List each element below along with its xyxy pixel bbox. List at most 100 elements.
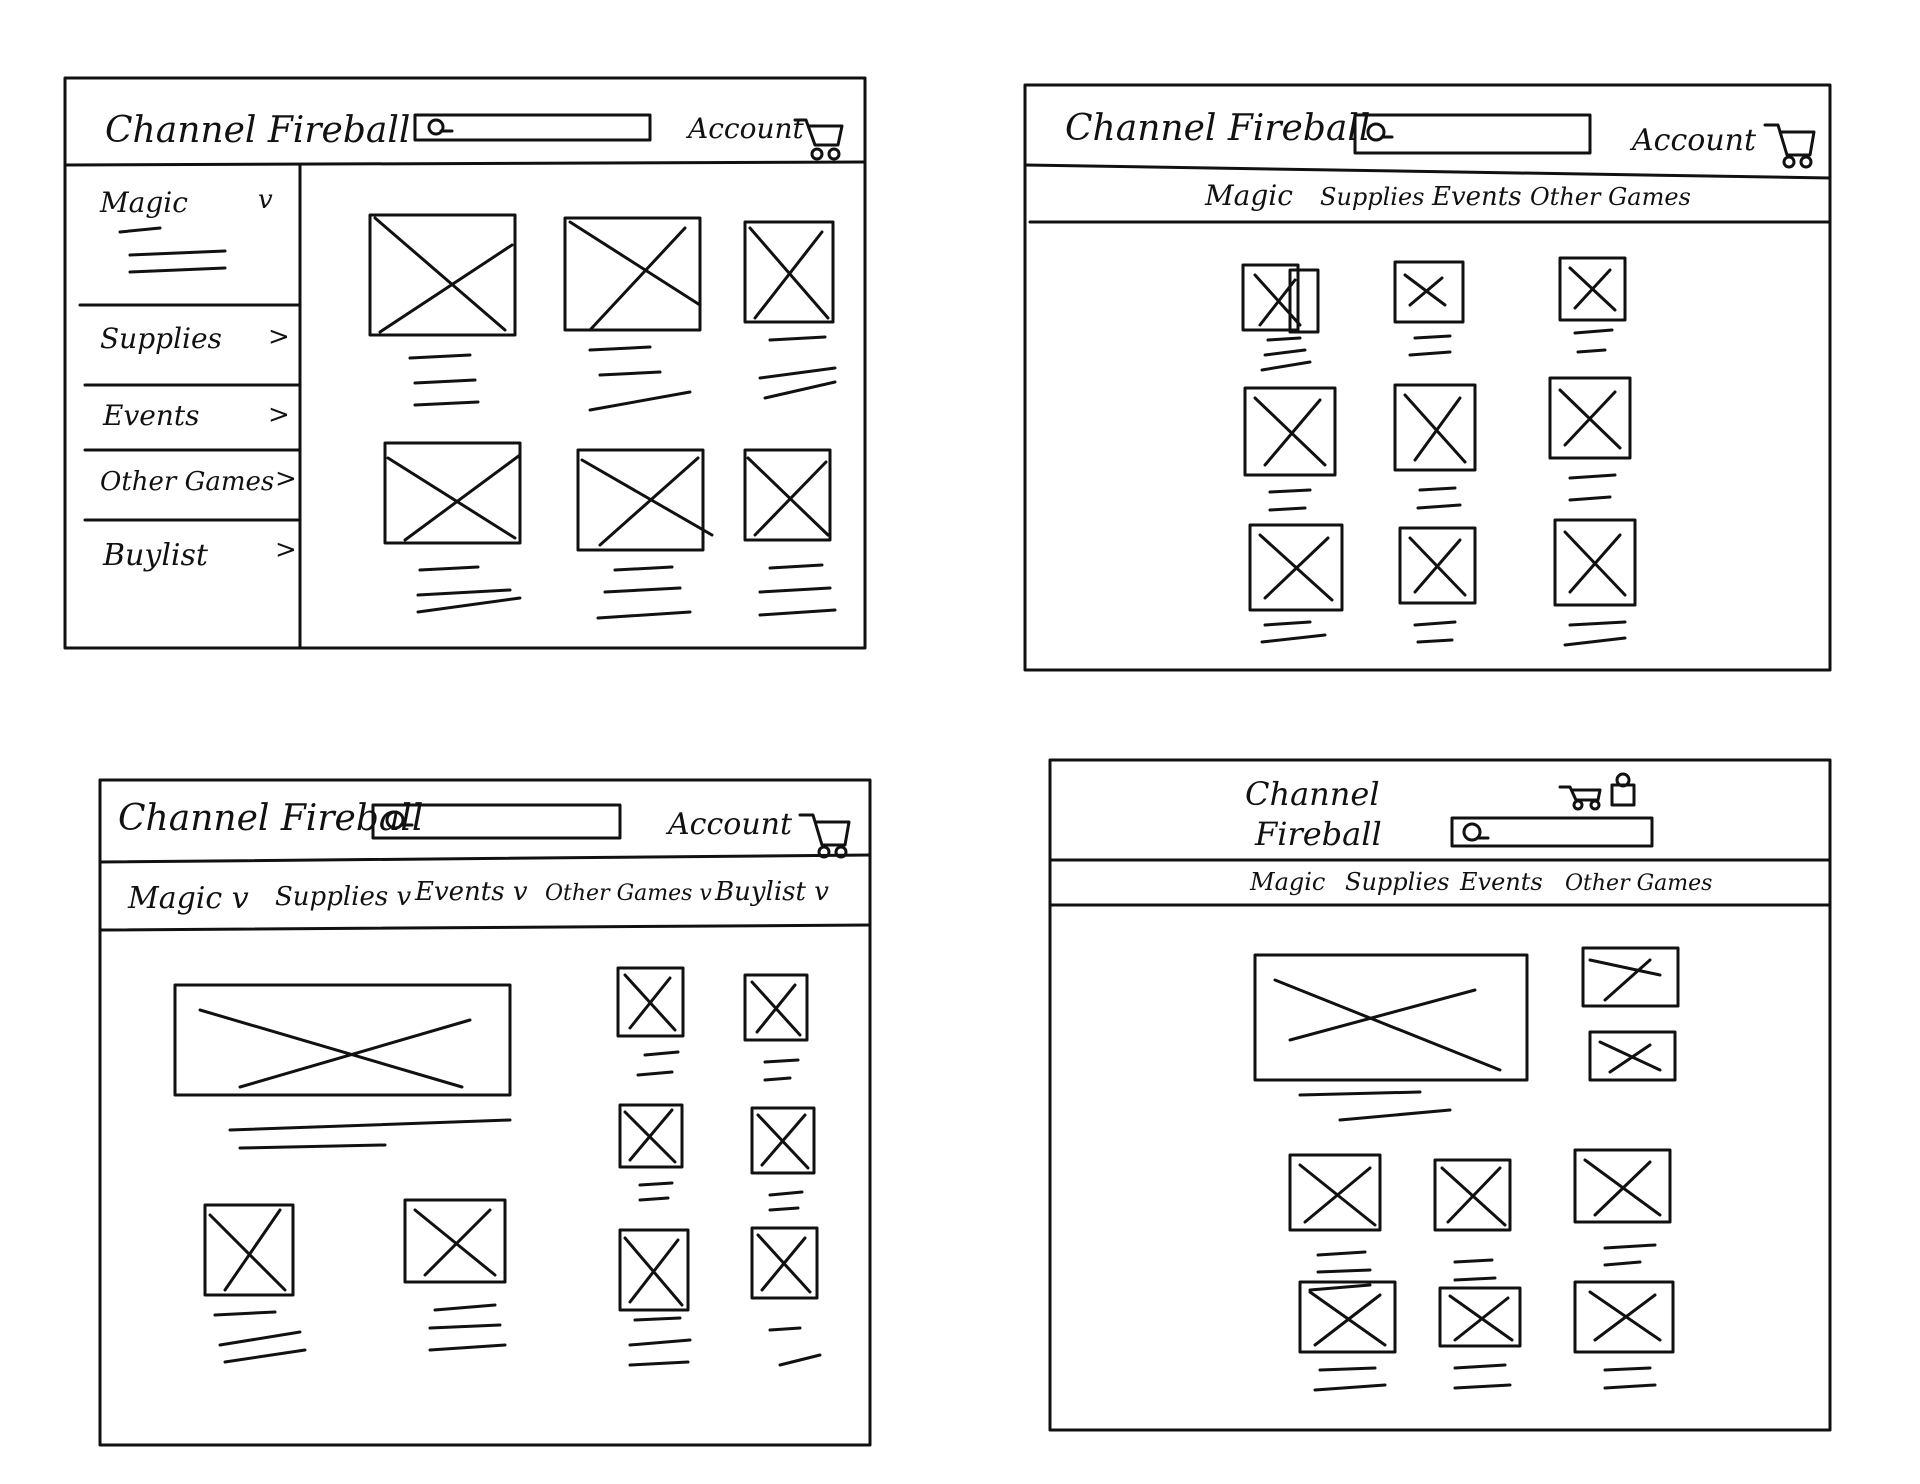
chevron-right-icon: > xyxy=(268,400,290,430)
sketch-3-search-bar[interactable] xyxy=(371,803,622,840)
promo-card[interactable] xyxy=(1588,1030,1677,1082)
nav-item-magic[interactable]: Magic xyxy=(1249,868,1325,896)
sketch-1-search-bar[interactable] xyxy=(413,113,652,142)
nav-item-supplies[interactable]: Supplies xyxy=(1320,183,1425,211)
product-card[interactable] xyxy=(743,220,837,400)
cart-icon[interactable] xyxy=(798,813,851,859)
sketch-1-product-grid xyxy=(368,213,837,620)
product-card[interactable] xyxy=(1573,1280,1675,1390)
product-card[interactable] xyxy=(403,1198,507,1352)
product-card[interactable] xyxy=(203,1203,307,1364)
sketch-1-sidebar: Magic v Supplies > Events > Other Games … xyxy=(78,185,302,573)
nav-item-magic[interactable]: Magic xyxy=(1204,179,1293,212)
sketch-3-wireframe: Channel Fireball Account Magic v Supplie… xyxy=(98,778,872,1447)
search-icon xyxy=(1462,822,1490,842)
product-card[interactable] xyxy=(1298,1280,1397,1392)
sketch-4-brand-line-1: Channel xyxy=(1245,775,1380,813)
sidebar-item-other-games[interactable]: Other Games > xyxy=(100,464,297,497)
product-card[interactable] xyxy=(743,448,837,617)
product-card[interactable] xyxy=(1438,1286,1522,1390)
sketch-2-header-divider xyxy=(1023,163,1832,180)
nav-item-other-games[interactable]: Other Games xyxy=(1530,183,1691,211)
chevron-right-icon: > xyxy=(275,464,297,494)
sketch-1-frame xyxy=(63,76,867,650)
product-card[interactable] xyxy=(750,1106,816,1212)
product-card[interactable] xyxy=(743,973,809,1082)
product-card[interactable] xyxy=(383,441,522,614)
product-card[interactable] xyxy=(576,448,714,620)
sub-item-line xyxy=(118,226,162,234)
nav-item-events[interactable]: Events xyxy=(1459,868,1543,896)
sub-item-line xyxy=(128,266,227,274)
sketch-3-frame xyxy=(98,778,872,1447)
search-icon xyxy=(1366,122,1394,142)
sketch-3-account-link[interactable]: Account xyxy=(665,807,793,842)
product-card[interactable] xyxy=(1248,523,1344,644)
nav-item-other-games[interactable]: Other Games xyxy=(1565,871,1712,896)
sketch-2-nav: Magic Supplies Events Other Games xyxy=(1204,179,1691,212)
product-card[interactable] xyxy=(563,216,702,412)
sketch-2-account-link[interactable]: Account xyxy=(1629,123,1757,158)
product-card[interactable] xyxy=(1573,1148,1672,1267)
sidebar-item-label: Magic xyxy=(99,186,188,219)
product-card[interactable] xyxy=(1241,263,1320,372)
product-card[interactable] xyxy=(1393,383,1477,510)
product-card[interactable] xyxy=(1433,1158,1512,1282)
sidebar-item-label: Supplies xyxy=(100,322,222,355)
nav-item-supplies[interactable]: Supplies xyxy=(1345,868,1450,896)
product-card[interactable] xyxy=(1553,518,1637,647)
search-icon xyxy=(427,118,454,136)
nav-item-supplies[interactable]: Supplies v xyxy=(275,882,411,912)
sketch-4-frame xyxy=(1048,758,1832,1432)
promo-card[interactable] xyxy=(1581,946,1680,1008)
sketch-4-product-grid xyxy=(1288,1148,1675,1392)
sketch-4-search-bar[interactable] xyxy=(1450,816,1654,848)
product-card[interactable] xyxy=(618,1103,684,1202)
sidebar-item-supplies[interactable]: Supplies > xyxy=(100,322,290,355)
product-card[interactable] xyxy=(1398,526,1477,644)
product-card[interactable] xyxy=(618,1228,692,1367)
sketch-4-wireframe: Channel Fireball Magic Supplies Events O… xyxy=(1048,758,1832,1432)
nav-item-other-games[interactable]: Other Games v xyxy=(545,881,712,906)
sketch-3-side-grid xyxy=(616,966,822,1367)
cart-icon[interactable] xyxy=(793,118,844,161)
sidebar-item-events[interactable]: Events > xyxy=(102,399,290,432)
sketch-2-frame xyxy=(1023,83,1832,672)
sidebar-item-magic[interactable]: Magic v xyxy=(99,185,273,274)
sub-item-line xyxy=(128,249,227,257)
sketch-2-wireframe: Channel Fireball Account Magic Supplies … xyxy=(1023,83,1832,672)
sketch-1-header-divider xyxy=(63,160,867,167)
sketch-3-nav: Magic v Supplies v Events v Other Games … xyxy=(127,877,829,916)
sketch-3-header-divider xyxy=(98,853,872,864)
cart-icon[interactable] xyxy=(1558,785,1602,811)
nav-item-magic[interactable]: Magic v xyxy=(127,881,249,916)
sketch-4-brand-line-2: Fireball xyxy=(1254,815,1382,853)
nav-item-events[interactable]: Events v xyxy=(414,877,528,907)
sketch-3-feature-grid xyxy=(203,1198,507,1364)
chevron-right-icon: > xyxy=(268,322,290,352)
cart-icon[interactable] xyxy=(1763,123,1816,169)
account-icon[interactable] xyxy=(1610,772,1636,807)
product-card[interactable] xyxy=(1288,1153,1382,1292)
sketch-3-hero-banner[interactable] xyxy=(173,983,512,1150)
product-card[interactable] xyxy=(750,1226,822,1367)
sidebar-item-buylist[interactable]: Buylist > xyxy=(102,535,297,573)
sketch-2-brand: Channel Fireball xyxy=(1065,108,1370,149)
sketch-2-search-bar[interactable] xyxy=(1353,113,1592,155)
product-card[interactable] xyxy=(616,966,685,1077)
nav-item-buylist[interactable]: Buylist v xyxy=(714,877,829,907)
product-card[interactable] xyxy=(1393,260,1465,357)
product-card[interactable] xyxy=(1558,256,1627,354)
chevron-down-icon: v xyxy=(258,185,273,215)
sketch-4-hero-banner[interactable] xyxy=(1253,953,1529,1122)
sketch-1-account-link[interactable]: Account xyxy=(685,112,805,145)
search-icon xyxy=(385,810,414,830)
product-card[interactable] xyxy=(1243,386,1337,512)
sketch-1-brand: Channel Fireball xyxy=(105,110,410,151)
nav-item-events[interactable]: Events xyxy=(1431,182,1522,212)
product-card[interactable] xyxy=(368,213,517,407)
product-card[interactable] xyxy=(1548,376,1632,502)
sketch-2-product-grid xyxy=(1241,256,1637,647)
sketch-4-nav: Magic Supplies Events Other Games xyxy=(1249,868,1712,896)
